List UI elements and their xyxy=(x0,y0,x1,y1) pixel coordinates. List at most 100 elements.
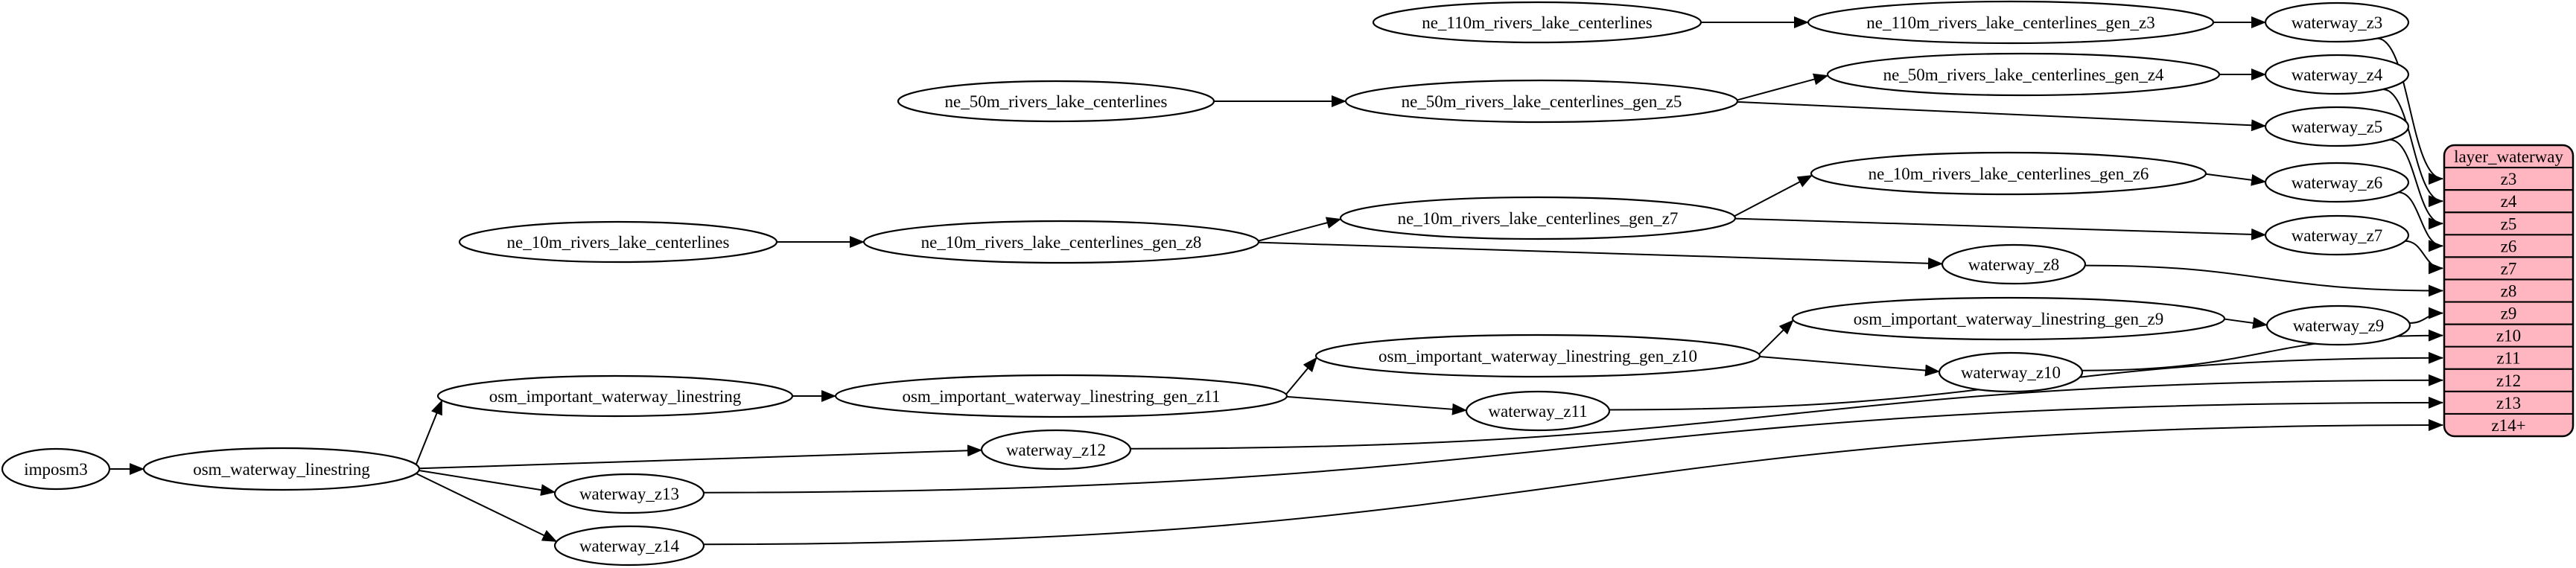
record-row-z14: z14+ xyxy=(2491,416,2525,435)
node-waterway_z7: waterway_z7 xyxy=(2264,214,2410,256)
node-label-ne_50m_rivers_lake_centerlines: ne_50m_rivers_lake_centerlines xyxy=(945,92,1168,111)
edge-ne_10m_rivers_lake_centerlines_gen_z8-to-waterway_z8 xyxy=(1258,241,1944,269)
node-waterway_z6: waterway_z6 xyxy=(2264,162,2410,203)
node-ne_50m_rivers_lake_centerlines: ne_50m_rivers_lake_centerlines xyxy=(897,80,1215,123)
node-ellipse-imposm3 xyxy=(1,447,111,491)
node-waterway_z9: waterway_z9 xyxy=(2265,304,2411,346)
node-waterway_z8: waterway_z8 xyxy=(1941,243,2087,285)
edge-osm_important_waterway_linestring_gen_z11-to-waterway_z11 xyxy=(1286,395,1468,415)
node-label-waterway_z11: waterway_z11 xyxy=(1488,402,1587,421)
node-osm_important_waterway_linestring: osm_important_waterway_linestring xyxy=(436,374,794,418)
node-ellipse-waterway_z11 xyxy=(1465,390,1611,432)
node-label-ne_10m_rivers_lake_centerlines_gen_z8: ne_10m_rivers_lake_centerlines_gen_z8 xyxy=(921,233,1202,252)
node-ellipse-waterway_z14 xyxy=(553,525,705,567)
node-ellipse-osm_waterway_linestring xyxy=(142,447,421,491)
record-row-z10: z10 xyxy=(2496,327,2521,345)
node-label-osm_important_waterway_linestring_gen_z11: osm_important_waterway_linestring_gen_z1… xyxy=(902,387,1220,406)
edge-ne_10m_rivers_lake_centerlines_gen_z7-to-ne_10m_rivers_lake_centerlines_gen_z6 xyxy=(1734,174,1813,217)
node-waterway_z12: waterway_z12 xyxy=(980,429,1132,470)
record-row-z7: z7 xyxy=(2501,259,2517,278)
node-label-ne_50m_rivers_lake_centerlines_gen_z5: ne_50m_rivers_lake_centerlines_gen_z5 xyxy=(1402,92,1682,111)
record-row-z4: z4 xyxy=(2501,192,2517,211)
node-ellipse-waterway_z6 xyxy=(2264,162,2410,203)
record-row-z13: z13 xyxy=(2496,394,2521,412)
node-osm_waterway_linestring: osm_waterway_linestring xyxy=(142,447,421,491)
node-ellipse-waterway_z7 xyxy=(2264,214,2410,256)
edge-waterway_z13-to-layer_waterway-z13 xyxy=(703,396,2443,494)
edge-ne_10m_rivers_lake_centerlines_gen_z6-to-waterway_z6 xyxy=(2205,173,2267,186)
node-ne_110m_rivers_lake_centerlines_gen_z3: ne_110m_rivers_lake_centerlines_gen_z3 xyxy=(1807,0,2215,45)
edge-waterway_z6-to-layer_waterway-z6 xyxy=(2398,191,2443,252)
node-ellipse-waterway_z13 xyxy=(553,473,705,514)
node-label-ne_10m_rivers_lake_centerlines_gen_z6: ne_10m_rivers_lake_centerlines_gen_z6 xyxy=(1869,165,2149,183)
node-ellipse-ne_110m_rivers_lake_centerlines_gen_z3 xyxy=(1807,0,2215,45)
record-row-z6: z6 xyxy=(2501,237,2517,255)
node-ne_50m_rivers_lake_centerlines_gen_z5: ne_50m_rivers_lake_centerlines_gen_z5 xyxy=(1344,79,1739,124)
node-ellipse-waterway_z8 xyxy=(1941,243,2087,285)
edge-waterway_z8-to-layer_waterway-z8 xyxy=(2084,264,2443,297)
node-ellipse-osm_important_waterway_linestring_gen_z9 xyxy=(1791,296,2226,341)
node-label-waterway_z9: waterway_z9 xyxy=(2293,316,2385,335)
record-row-z5: z5 xyxy=(2501,214,2517,233)
node-ellipse-ne_110m_rivers_lake_centerlines xyxy=(1372,1,1702,44)
edge-waterway_z5-to-layer_waterway-z5 xyxy=(2389,138,2443,230)
node-label-osm_important_waterway_linestring: osm_important_waterway_linestring xyxy=(489,387,742,406)
edge-osm_waterway_linestring-to-waterway_z12 xyxy=(419,444,983,470)
node-label-ne_110m_rivers_lake_centerlines: ne_110m_rivers_lake_centerlines xyxy=(1422,13,1653,32)
edge-ne_10m_rivers_lake_centerlines_gen_z7-to-waterway_z7 xyxy=(1734,217,2267,240)
node-waterway_z10: waterway_z10 xyxy=(1938,351,2084,393)
node-label-waterway_z6: waterway_z6 xyxy=(2292,173,2383,192)
record-row-z3: z3 xyxy=(2501,170,2517,188)
node-ellipse-ne_10m_rivers_lake_centerlines_gen_z7 xyxy=(1339,196,1737,240)
node-waterway_z11: waterway_z11 xyxy=(1465,390,1611,432)
node-label-waterway_z13: waterway_z13 xyxy=(579,485,679,503)
edge-osm_important_waterway_linestring_gen_z10-to-osm_important_waterway_linestring_gen_z9 xyxy=(1758,319,1794,355)
node-waterway_z5: waterway_z5 xyxy=(2264,106,2410,147)
node-imposm3: imposm3 xyxy=(1,447,111,491)
node-label-ne_110m_rivers_lake_centerlines_gen_z3: ne_110m_rivers_lake_centerlines_gen_z3 xyxy=(1866,13,2154,32)
edge-waterway_z4-to-layer_waterway-z4 xyxy=(2382,88,2443,208)
node-ellipse-ne_10m_rivers_lake_centerlines_gen_z6 xyxy=(1810,151,2207,196)
node-label-ne_10m_rivers_lake_centerlines_gen_z7: ne_10m_rivers_lake_centerlines_gen_z7 xyxy=(1398,209,1679,228)
node-ellipse-ne_50m_rivers_lake_centerlines xyxy=(897,80,1215,123)
node-waterway_z13: waterway_z13 xyxy=(553,473,705,514)
record-title: layer_waterway xyxy=(2454,147,2563,166)
node-label-waterway_z12: waterway_z12 xyxy=(1006,441,1106,459)
node-label-waterway_z7: waterway_z7 xyxy=(2292,226,2383,245)
node-label-imposm3: imposm3 xyxy=(24,460,88,479)
node-ellipse-waterway_z5 xyxy=(2264,106,2410,147)
edges-layer xyxy=(109,16,2443,546)
record-box xyxy=(2443,144,2575,438)
node-waterway_z14: waterway_z14 xyxy=(553,525,705,567)
node-ellipse-osm_important_waterway_linestring_gen_z10 xyxy=(1314,334,1761,378)
node-ellipse-ne_10m_rivers_lake_centerlines_gen_z8 xyxy=(862,220,1260,264)
node-osm_important_waterway_linestring_gen_z11: osm_important_waterway_linestring_gen_z1… xyxy=(834,374,1288,418)
node-label-ne_10m_rivers_lake_centerlines: ne_10m_rivers_lake_centerlines xyxy=(507,233,730,252)
node-osm_important_waterway_linestring_gen_z9: osm_important_waterway_linestring_gen_z9 xyxy=(1791,296,2226,341)
node-label-waterway_z3: waterway_z3 xyxy=(2292,13,2383,32)
edge-ne_50m_rivers_lake_centerlines_gen_z5-to-waterway_z5 xyxy=(1737,100,2267,132)
node-osm_important_waterway_linestring_gen_z10: osm_important_waterway_linestring_gen_z1… xyxy=(1314,334,1761,378)
node-ellipse-waterway_z10 xyxy=(1938,351,2084,393)
record-row-z9: z9 xyxy=(2501,304,2517,323)
node-ellipse-waterway_z12 xyxy=(980,429,1132,470)
node-label-waterway_z8: waterway_z8 xyxy=(1968,255,2060,274)
node-ellipse-osm_important_waterway_linestring xyxy=(436,374,794,418)
edge-waterway_z7-to-layer_waterway-z7 xyxy=(2405,240,2443,275)
node-waterway_z4: waterway_z4 xyxy=(2264,54,2410,95)
edge-osm_important_waterway_linestring_gen_z10-to-waterway_z10 xyxy=(1759,355,1941,377)
edge-waterway_z9-to-layer_waterway-z9 xyxy=(2409,307,2443,324)
node-ne_50m_rivers_lake_centerlines_gen_z4: ne_50m_rivers_lake_centerlines_gen_z4 xyxy=(1826,52,2221,97)
node-ellipse-ne_50m_rivers_lake_centerlines_gen_z4 xyxy=(1826,52,2221,97)
node-ellipse-osm_important_waterway_linestring_gen_z11 xyxy=(834,374,1288,418)
node-label-ne_50m_rivers_lake_centerlines_gen_z4: ne_50m_rivers_lake_centerlines_gen_z4 xyxy=(1883,66,2164,84)
edge-osm_waterway_linestring-to-osm_important_waterway_linestring xyxy=(415,399,443,465)
nodes-layer: imposm3 osm_waterway_linestring osm_import… xyxy=(1,0,2411,567)
record-row-z8: z8 xyxy=(2501,282,2517,301)
edge-waterway_z3-to-layer_waterway-z3 xyxy=(2376,37,2443,185)
node-ne_10m_rivers_lake_centerlines_gen_z6: ne_10m_rivers_lake_centerlines_gen_z6 xyxy=(1810,151,2207,196)
node-ne_10m_rivers_lake_centerlines_gen_z8: ne_10m_rivers_lake_centerlines_gen_z8 xyxy=(862,220,1260,264)
edge-waterway_z12-to-layer_waterway-z12 xyxy=(1130,374,2443,450)
